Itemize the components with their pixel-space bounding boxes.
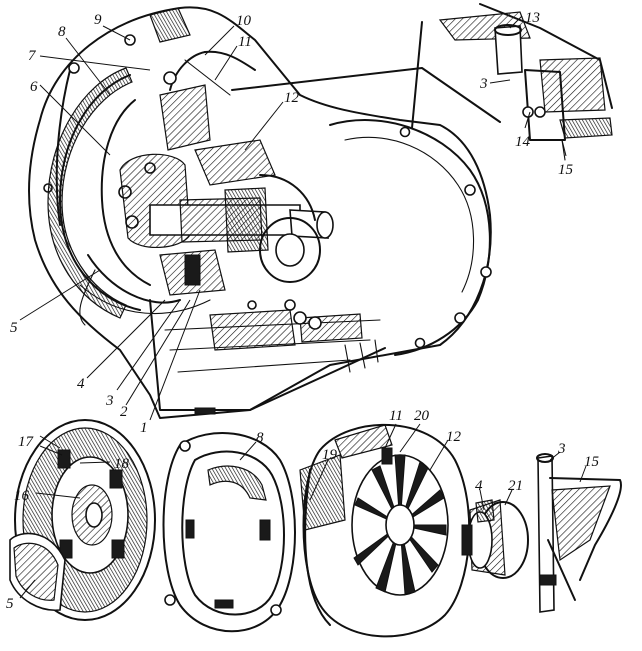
- callout-16: 16: [14, 488, 30, 504]
- callout-21: 21: [508, 478, 523, 494]
- callout-3-inset: 3: [479, 76, 488, 92]
- callout-8: 8: [58, 24, 66, 40]
- clutch-cover: [162, 432, 296, 633]
- callout-3: 3: [105, 393, 114, 409]
- clutch-disc: [9, 419, 156, 621]
- release-lever: [124, 7, 256, 151]
- callout-10: 10: [236, 13, 252, 29]
- callout-13: 13: [525, 10, 540, 26]
- callout-9: 9: [94, 12, 102, 28]
- callout-5-disc: 5: [6, 596, 14, 612]
- callout-4-bearing: 4: [475, 478, 483, 494]
- callout-15-fork: 15: [584, 454, 600, 470]
- callout-15: 15: [558, 162, 574, 178]
- callout-1: 1: [140, 420, 148, 436]
- inset-release-shaft: [231, 3, 613, 161]
- callout-6: 6: [30, 79, 38, 95]
- callout-17: 17: [18, 434, 35, 450]
- callout-5: 5: [10, 320, 18, 336]
- leader-lines: [19, 15, 587, 599]
- callout-14: 14: [515, 134, 531, 150]
- callout-12: 12: [284, 90, 300, 106]
- callout-11-plate: 11: [389, 408, 403, 424]
- callout-8-cover: 8: [256, 430, 264, 446]
- release-fork: [536, 453, 622, 613]
- pressure-plate: [299, 424, 471, 638]
- callout-2: 2: [120, 404, 128, 420]
- callout-20: 20: [414, 408, 430, 424]
- release-bearing: [461, 499, 529, 579]
- callout-4: 4: [77, 376, 85, 392]
- callout-18: 18: [114, 456, 130, 472]
- callout-19: 19: [322, 447, 338, 463]
- input-shaft: [149, 139, 334, 296]
- callout-12-plate: 12: [446, 429, 462, 445]
- callout-3-fork: 3: [557, 441, 566, 457]
- callout-11: 11: [238, 34, 252, 50]
- callout-7: 7: [28, 48, 37, 64]
- callout-labels: 1 2 3 4 5 6 7 8 9 10 11 12 13 3 14 15 17…: [6, 10, 600, 612]
